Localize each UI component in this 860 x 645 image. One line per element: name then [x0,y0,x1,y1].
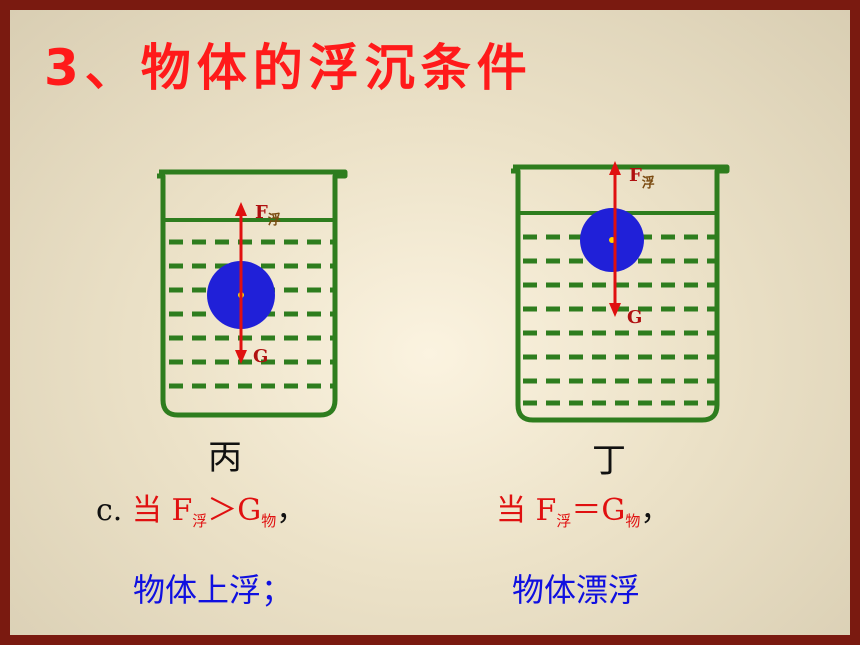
buoyancy-arrowhead [609,161,621,175]
item-prefix: c. [96,493,123,528]
beaker-outline [157,169,348,418]
slide-title: 3、物体的浮沉条件 [44,39,533,97]
beaker-diagram-right: F浮 G [511,161,730,423]
condition-left: c. 当 F浮＞G物， [96,493,307,530]
diagram-label-right: 丁 [592,441,626,481]
gravity-arrowhead [609,303,621,317]
condition-right: 当 F浮＝G物， [496,493,671,530]
buoyancy-label: F浮 [255,202,281,228]
beaker-diagram-left: F浮 G [157,169,348,418]
result-right: 物体漂浮 [512,571,641,609]
diagram-label-left: 丙 [208,438,242,478]
result-left: 物体上浮； [133,571,294,609]
buoyancy-arrowhead [235,202,247,216]
gravity-label: G [627,307,642,328]
gravity-arrowhead [235,350,247,364]
gravity-label: G [253,346,268,367]
buoyancy-label: F浮 [629,165,655,191]
beaker-outline [511,164,730,423]
